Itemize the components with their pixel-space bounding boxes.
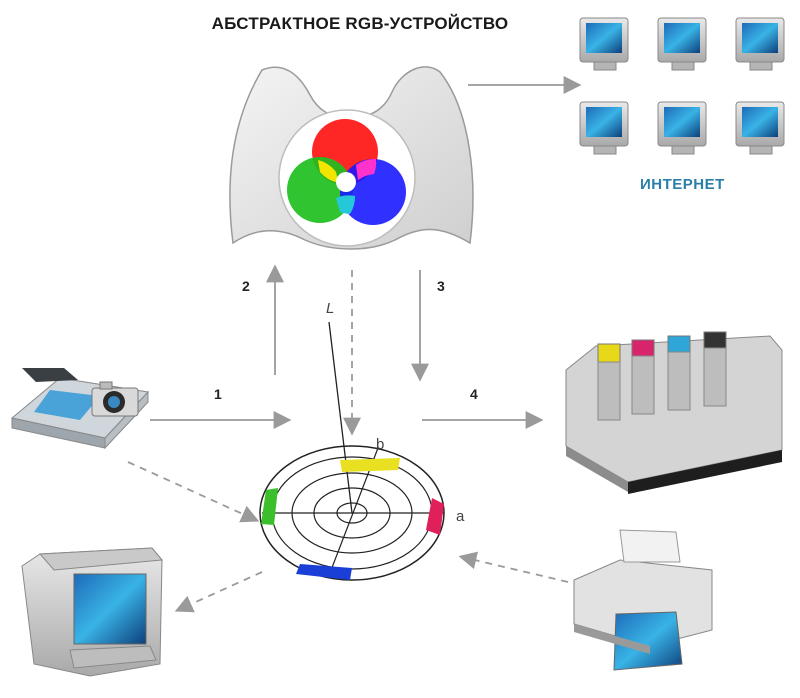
- dashed-arrow-to-crt: [174, 571, 263, 613]
- l-axis: [328, 321, 353, 514]
- monitor-icon: [579, 17, 629, 71]
- camera-icon: [91, 381, 139, 417]
- rgb-circles: [287, 119, 406, 225]
- arrow-label-1: 1: [214, 386, 222, 402]
- wheel-blue-segment: [296, 564, 352, 580]
- wheel-green-segment: [261, 488, 278, 525]
- arrow-label-2: 2: [242, 278, 250, 294]
- monitor-icon: [579, 101, 629, 155]
- axis-label-a: a: [456, 508, 465, 525]
- green-circle: [287, 157, 353, 223]
- arrow-label-3: 3: [437, 278, 445, 294]
- monitor-icon: [735, 101, 785, 155]
- lab-color-wheel: [259, 321, 445, 581]
- crt-monitor-icon: [21, 547, 163, 677]
- axis-label-l: L: [326, 300, 335, 317]
- blue-circle: [340, 159, 406, 225]
- wheel-red-segment: [426, 498, 444, 535]
- magenta-overlap: [356, 158, 377, 180]
- printing-press-icon: [565, 331, 783, 494]
- inkjet-printer-icon: [573, 529, 713, 671]
- internet-monitors: [579, 17, 785, 155]
- cyan-overlap: [336, 195, 356, 214]
- arrow-label-4: 4: [470, 386, 478, 402]
- monitor-icon: [657, 17, 707, 71]
- wheel-yellow-segment: [340, 458, 400, 472]
- monitor-icon: [657, 101, 707, 155]
- yellow-overlap: [318, 160, 340, 183]
- diagram-title: АБСТРАКТНОЕ RGB-УСТРОЙСТВО: [211, 14, 509, 33]
- dashed-arrow-from-printer: [458, 551, 569, 583]
- internet-label: ИНТЕРНЕТ: [640, 176, 725, 193]
- monitor-icon: [735, 17, 785, 71]
- dashed-arrow-from-scanner: [127, 461, 260, 523]
- arrows: [127, 76, 582, 613]
- white-overlap: [336, 172, 356, 192]
- axis-label-b: b: [376, 436, 385, 453]
